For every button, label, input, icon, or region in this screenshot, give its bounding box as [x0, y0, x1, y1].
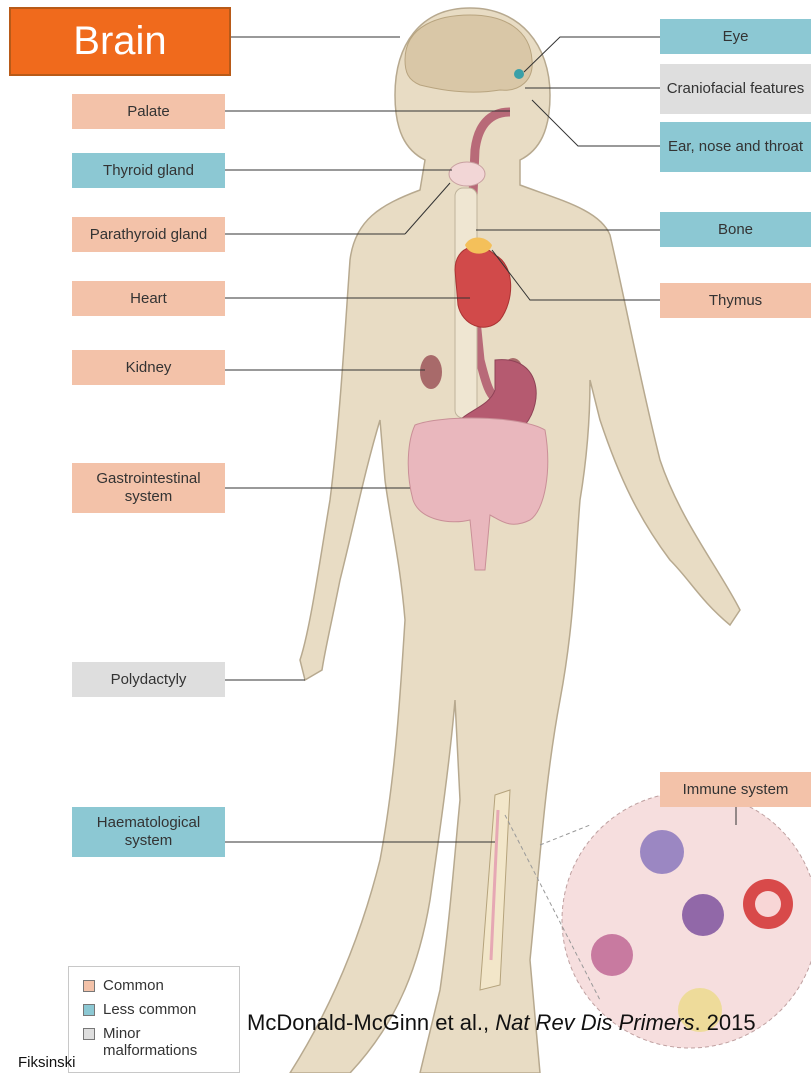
label-gastrointestinal-system: Gastrointestinal system [72, 463, 225, 513]
author-footer: Fiksinski [18, 1054, 76, 1071]
monocyte-cell [682, 894, 724, 936]
eye-organ [514, 69, 524, 79]
label-immune-system: Immune system [660, 772, 811, 807]
line-ent [532, 100, 660, 146]
immune-connector-top [540, 825, 590, 845]
label-kidney: Kidney [72, 350, 225, 385]
label-thymus: Thymus [660, 283, 811, 318]
label-haematological-system: Haematological system [72, 807, 225, 857]
legend-swatch-minor [83, 1028, 95, 1040]
brain-highlight-label: Brain [9, 7, 231, 76]
legend-item-less-common: Less common [83, 1001, 196, 1018]
legend-item-minor: Minor malformations [83, 1025, 193, 1059]
legend-swatch-less-common [83, 1004, 95, 1016]
label-heart: Heart [72, 281, 225, 316]
legend-label-less-common: Less common [103, 1001, 196, 1018]
label-ear-nose-throat: Ear, nose and throat [660, 122, 811, 172]
label-bone: Bone [660, 212, 811, 247]
citation-year: . 2015 [694, 1010, 755, 1035]
brain-organ [405, 15, 532, 92]
legend-label-minor: Minor malformations [103, 1025, 197, 1059]
citation-journal: Nat Rev Dis Primers [495, 1010, 694, 1035]
label-eye: Eye [660, 19, 811, 54]
legend-swatch-common [83, 980, 95, 992]
citation: McDonald-McGinn et al., Nat Rev Dis Prim… [247, 1008, 756, 1038]
citation-authors: McDonald-McGinn et al., [247, 1010, 495, 1035]
thyroid-organ [449, 162, 485, 186]
lymphocyte-cell [591, 934, 633, 976]
legend: Common Less common Minor malformations [68, 966, 240, 1073]
label-thyroid-gland: Thyroid gland [72, 153, 225, 188]
erythrocyte-center [755, 891, 781, 917]
kidney-left-organ [420, 355, 442, 389]
legend-item-common: Common [83, 977, 164, 994]
label-parathyroid-gland: Parathyroid gland [72, 217, 225, 252]
dendritic-cell [640, 830, 684, 874]
label-craniofacial-features: Craniofacial features [660, 64, 811, 114]
legend-label-common: Common [103, 977, 164, 994]
label-polydactyly: Polydactyly [72, 662, 225, 697]
label-palate: Palate [72, 94, 225, 129]
